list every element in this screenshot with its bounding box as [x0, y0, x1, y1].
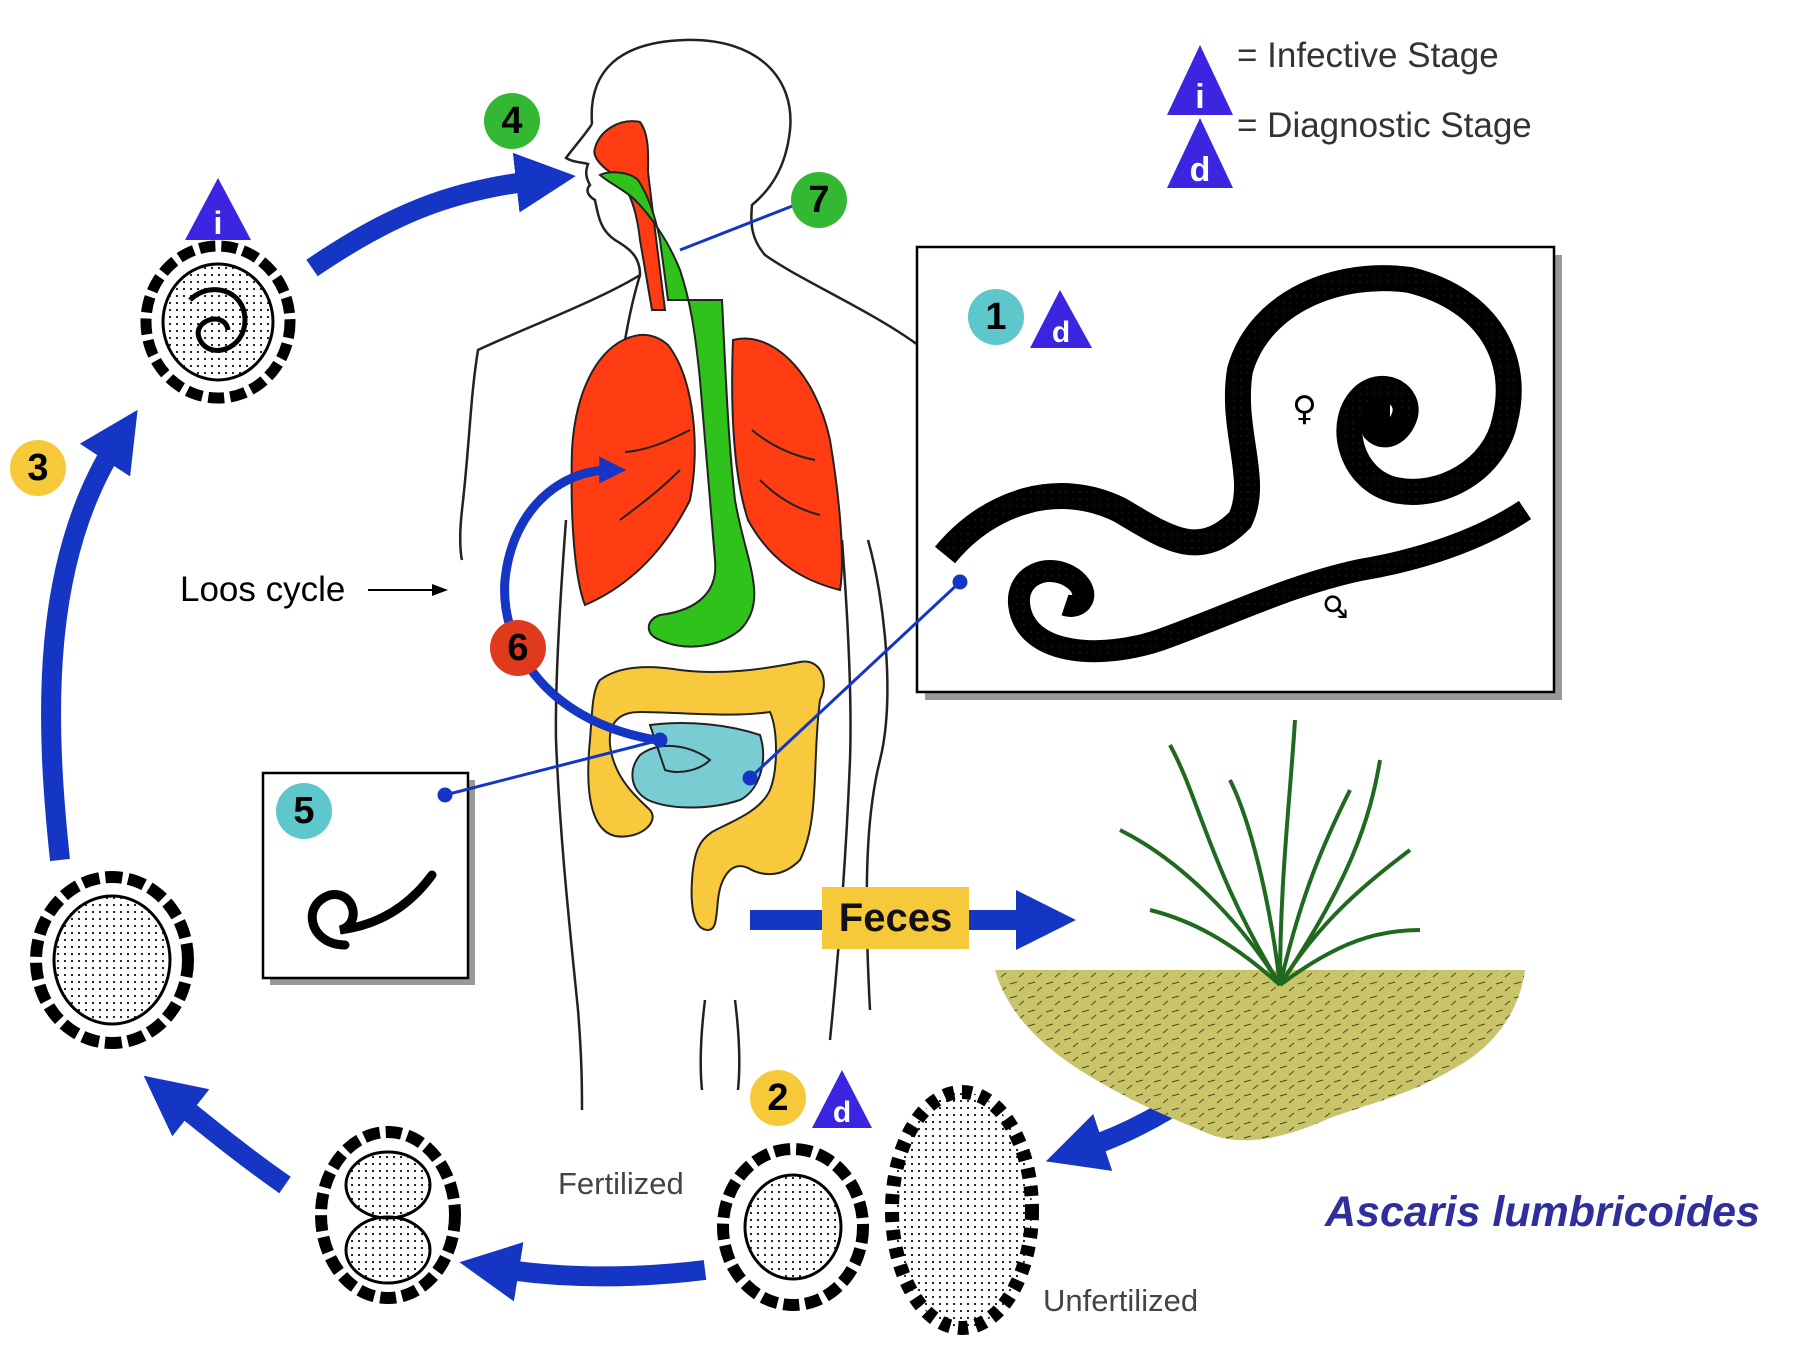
- male-symbol-icon: ♂: [1317, 593, 1352, 620]
- body-outline: [460, 40, 918, 1110]
- svg-text:d: d: [833, 1096, 851, 1129]
- stage-4-badge: 4: [484, 93, 540, 149]
- stage-2-badge: 2: [750, 1070, 806, 1126]
- marker-infective-icon: i: [185, 178, 251, 241]
- stage-6-badge: 6: [490, 620, 546, 676]
- svg-text:i: i: [214, 205, 223, 241]
- legend-diagnostic-label: = Diagnostic Stage: [1237, 106, 1532, 146]
- stage-7-badge: 7: [791, 172, 847, 228]
- egg-fertilized: [723, 1149, 863, 1305]
- stage-1-badge: 1: [968, 289, 1024, 345]
- female-symbol-icon: ♀: [1292, 389, 1317, 429]
- stage-3-badge: 3: [10, 440, 66, 496]
- loos-cycle-label: Loos cycle: [180, 570, 345, 610]
- svg-text:i: i: [1195, 78, 1204, 116]
- svg-text:d: d: [1052, 316, 1070, 349]
- marker-infective-legend-icon: i: [1167, 45, 1233, 116]
- stage-5-badge: 5: [276, 783, 332, 839]
- marker-diagnostic-stage2-icon: d: [812, 1070, 872, 1129]
- legend-infective-label: = Infective Stage: [1237, 36, 1499, 76]
- intestines: [588, 662, 824, 930]
- species-title: Ascaris lumbricoides: [1325, 1188, 1760, 1237]
- feces-label: Feces: [822, 887, 969, 949]
- egg-unfertilized: [892, 1092, 1032, 1328]
- svg-text:d: d: [1190, 151, 1211, 189]
- marker-diagnostic-legend-icon: d: [1167, 118, 1233, 189]
- egg-embryonated: [36, 877, 188, 1043]
- fertilized-label: Fertilized: [558, 1166, 684, 1202]
- egg-two-cell: [321, 1132, 455, 1298]
- soil-and-grass: [995, 720, 1525, 1140]
- egg-infective: [146, 246, 290, 398]
- unfertilized-label: Unfertilized: [1043, 1283, 1198, 1319]
